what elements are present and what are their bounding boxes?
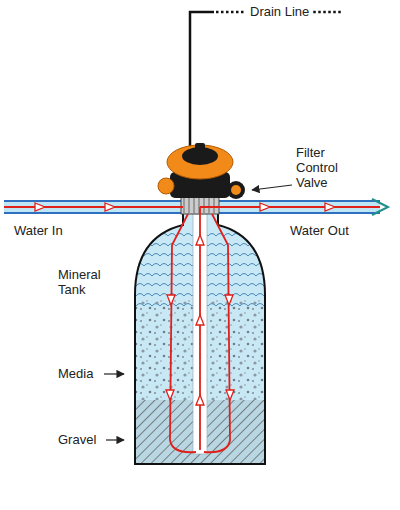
flow-arrowhead <box>105 203 115 211</box>
gravel-label: Gravel <box>58 433 96 448</box>
flow-arrowhead <box>35 203 45 211</box>
media-label: Media <box>58 367 93 382</box>
valve-port <box>158 178 174 194</box>
leader-arrow <box>252 185 292 190</box>
drain-line <box>190 12 343 150</box>
drain-pipe <box>190 12 214 150</box>
flow-path <box>4 207 380 452</box>
flow-arrowhead <box>196 235 204 245</box>
flow-line <box>4 206 183 208</box>
flow-line <box>204 214 230 452</box>
flow-line <box>170 214 196 452</box>
drain-label: Drain Line <box>250 5 309 20</box>
control-valve <box>158 143 245 214</box>
leader-arrow <box>104 373 124 374</box>
flow-arrowhead <box>166 390 174 400</box>
leader-arrow <box>106 439 124 440</box>
inlet-label: Water In <box>14 224 63 239</box>
flow-arrowhead <box>196 315 204 325</box>
flow-arrowhead <box>225 295 233 305</box>
flow-arrowhead <box>260 203 270 211</box>
flow-arrowhead <box>167 295 175 305</box>
valve-port <box>231 185 241 195</box>
tank-label: Mineral Tank <box>58 268 116 298</box>
flow-arrowhead <box>325 203 335 211</box>
flow-arrowhead <box>196 395 204 405</box>
outlet-label: Water Out <box>290 224 349 239</box>
flow-arrowhead <box>226 390 234 400</box>
collar-ribs <box>184 197 214 213</box>
valve-label: Filter Control Valve <box>296 146 358 191</box>
valve-handle <box>195 143 205 157</box>
valve-port <box>227 181 245 199</box>
drain-dots <box>313 11 343 14</box>
drain-dots <box>216 11 246 14</box>
flow-line <box>200 206 380 208</box>
